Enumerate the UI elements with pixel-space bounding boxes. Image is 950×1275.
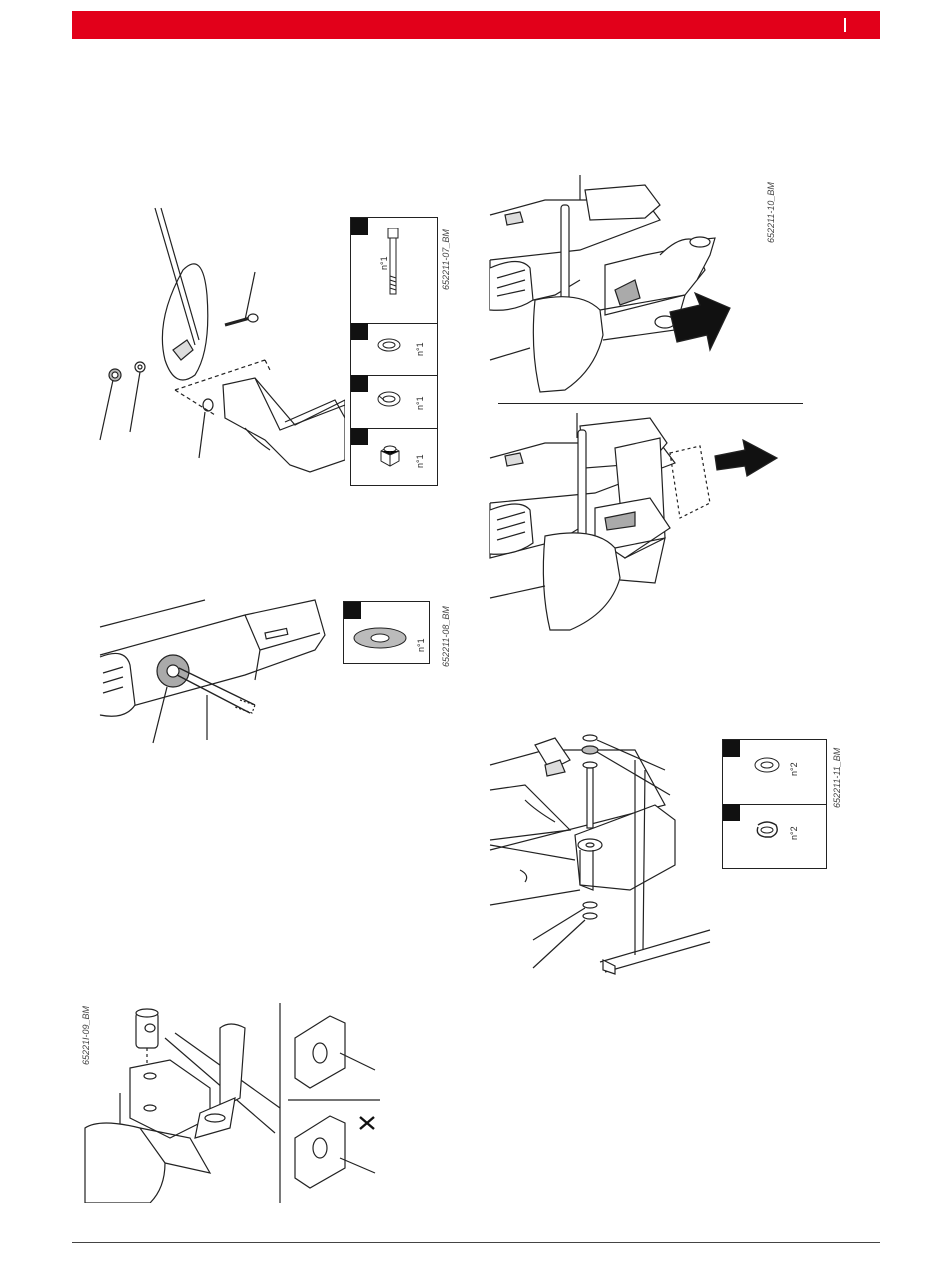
part-badge — [351, 218, 368, 235]
page-marker — [844, 18, 846, 32]
qty-label: n°1 — [415, 396, 425, 410]
part-row: n°1 — [351, 375, 437, 429]
washer-icon — [753, 755, 781, 775]
figure-code: 652211-07_BM — [441, 229, 451, 290]
part-badge — [723, 740, 740, 757]
qty-label: n°1 — [379, 256, 389, 270]
qty-label: n°2 — [789, 826, 799, 840]
part-badge — [344, 602, 361, 619]
footer-rule — [72, 1242, 880, 1243]
parts-list-fig07: n°1 n°1 n°1 n°1 — [350, 217, 438, 486]
lock-nut-icon — [378, 442, 402, 468]
parts-list-fig11: n°2 n°2 — [722, 739, 827, 869]
illustration-frame-bolt — [95, 595, 330, 745]
illustration-arm-slide-in — [485, 170, 750, 395]
header-bar — [72, 11, 880, 39]
illustration-arm-inserted — [485, 408, 785, 633]
part-badge — [351, 428, 368, 445]
incorrect-x-icon — [358, 1115, 376, 1131]
qty-label: n°1 — [415, 342, 425, 356]
part-row: n°2 — [723, 740, 826, 805]
figure-code: 652211-11_BM — [832, 748, 842, 808]
figure-code: 652211-10_BM — [766, 182, 776, 243]
circlip-icon — [753, 819, 781, 841]
part-row: n°1 — [351, 428, 437, 485]
figure-code: 652211-08_BM — [441, 606, 451, 667]
qty-label: n°1 — [416, 638, 426, 652]
spring-washer-icon — [376, 390, 402, 408]
qty-label: n°2 — [789, 762, 799, 776]
part-badge — [351, 375, 368, 392]
illustration-pin-insertion — [80, 998, 380, 1203]
part-row: n°1 — [351, 323, 437, 376]
part-row: n°1 — [344, 602, 429, 663]
part-row: n°1 — [351, 218, 437, 324]
qty-label: n°1 — [415, 454, 425, 468]
part-row: n°2 — [723, 804, 826, 868]
figure-divider — [498, 403, 803, 404]
large-washer-icon — [352, 626, 408, 650]
illustration-wheel-mount — [95, 200, 345, 485]
parts-list-fig08: n°1 — [343, 601, 430, 664]
flat-washer-icon — [376, 337, 402, 353]
part-badge — [723, 804, 740, 821]
part-badge — [351, 323, 368, 340]
illustration-pivot-pin — [485, 730, 715, 980]
